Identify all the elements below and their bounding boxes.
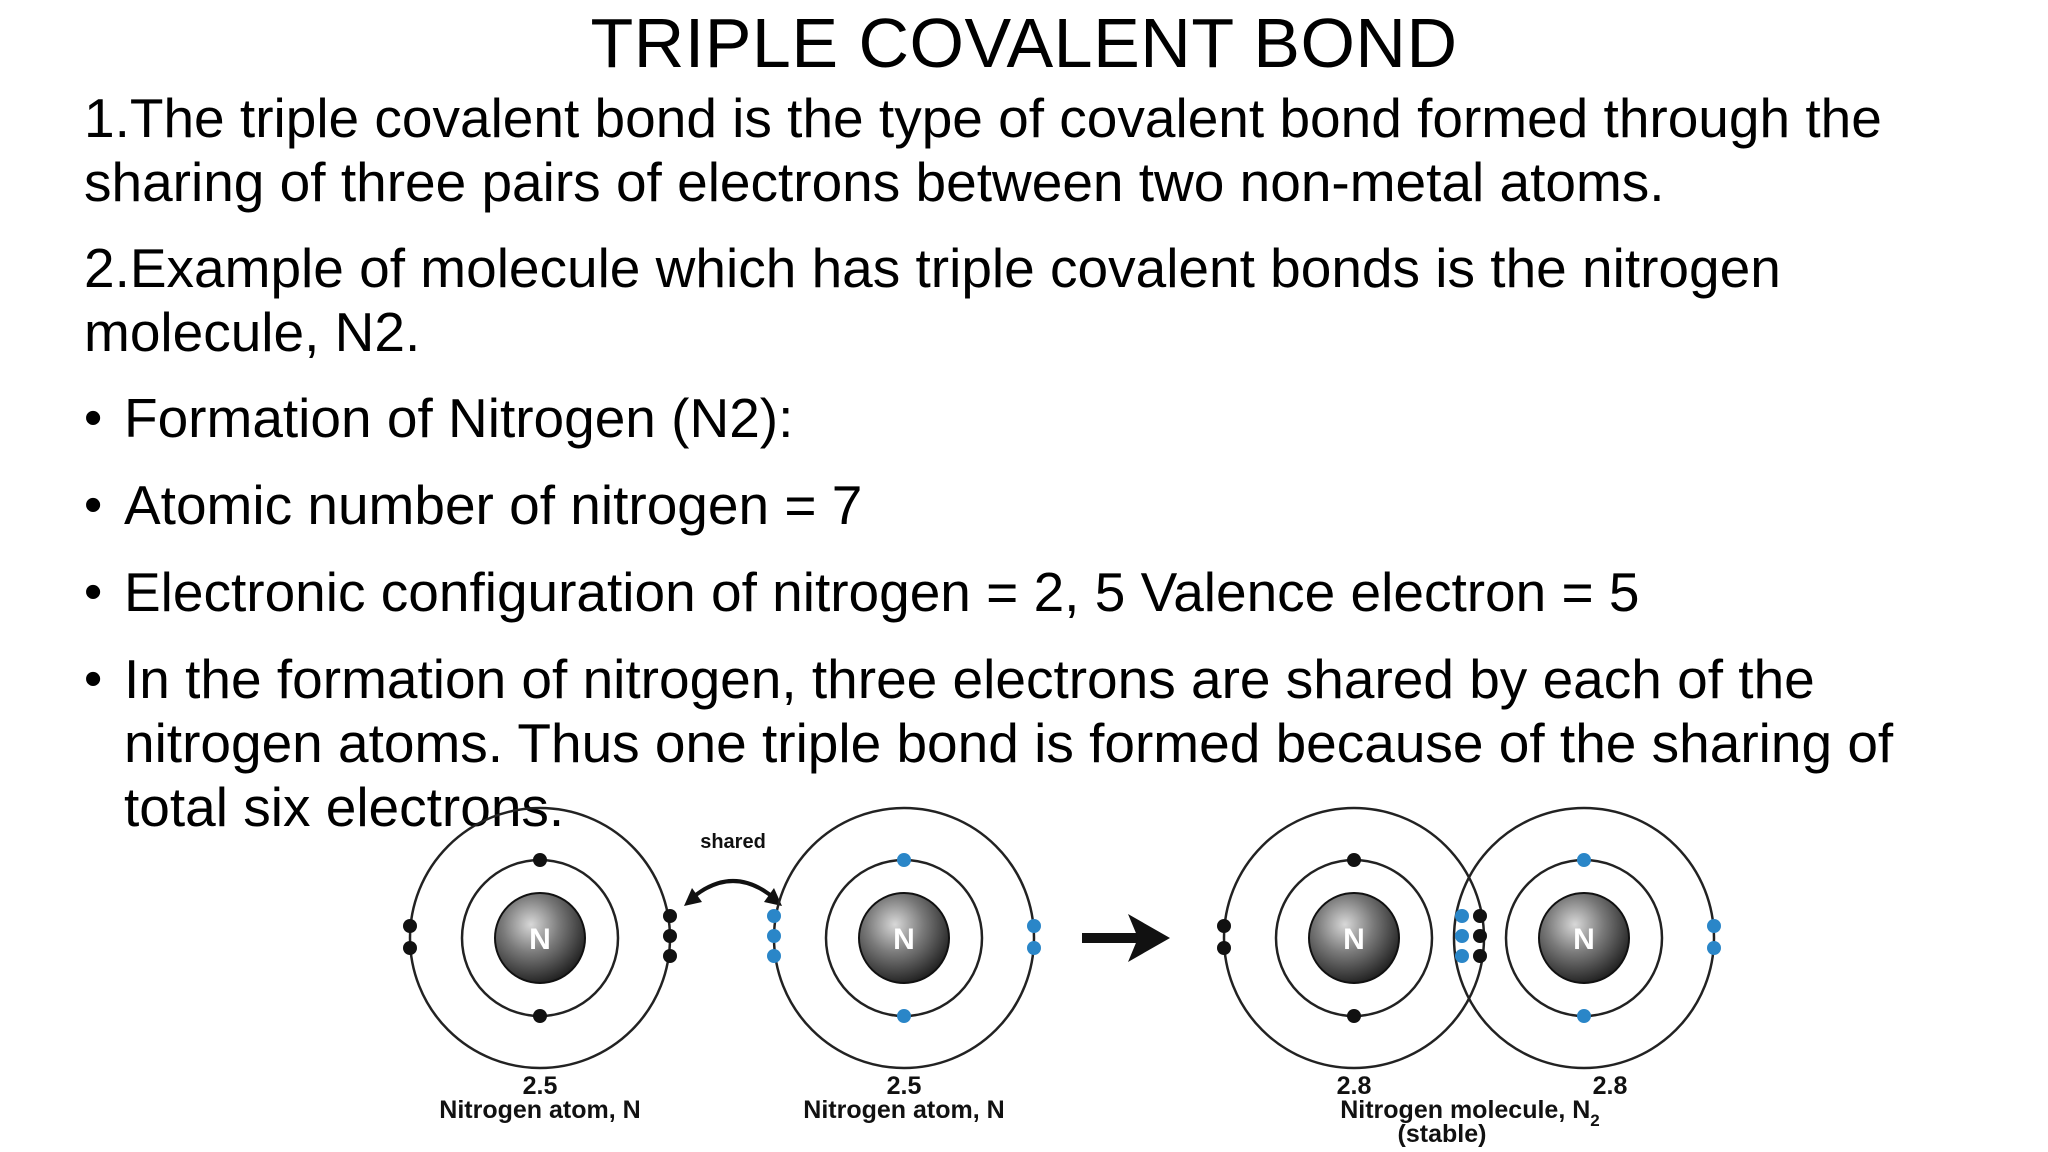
- arrow-head: [1128, 914, 1170, 962]
- electron: [1455, 949, 1469, 963]
- electron: [1347, 1009, 1361, 1023]
- molecule-name: Nitrogen molecule, N2: [1340, 1096, 1600, 1130]
- bullet-formation: Formation of Nitrogen (N2):: [84, 386, 1984, 450]
- electron: [1707, 941, 1721, 955]
- nitrogen-atom-1: N: [403, 806, 677, 1070]
- molecule-config-left: 2.8: [1337, 1072, 1372, 1100]
- outer-shell-right: [1452, 806, 1716, 1070]
- nucleus: [858, 892, 950, 984]
- slide-body: 1.The triple covalent bond is the type o…: [84, 86, 1984, 862]
- shared-arrow: shared: [684, 831, 782, 906]
- nitrogen-molecule: N N: [1217, 806, 1721, 1070]
- nucleus: [494, 892, 586, 984]
- electron: [663, 909, 677, 923]
- electron: [533, 1009, 547, 1023]
- nucleus-symbol: N: [893, 923, 915, 956]
- electron: [1027, 941, 1041, 955]
- electron: [767, 929, 781, 943]
- diagram-svg: N shared N: [403, 806, 1721, 1148]
- nitrogen-bond-diagram: N shared N: [380, 806, 1760, 1148]
- electron: [403, 919, 417, 933]
- nucleus-left: [1308, 892, 1400, 984]
- electron: [663, 949, 677, 963]
- nucleus-symbol: N: [529, 923, 551, 956]
- electron: [1347, 853, 1361, 867]
- electron: [1577, 853, 1591, 867]
- electron: [897, 853, 911, 867]
- slide-title: TRIPLE COVALENT BOND: [590, 4, 1458, 82]
- electron: [1473, 909, 1487, 923]
- paragraph-example: 2.Example of molecule which has triple c…: [84, 237, 1781, 363]
- bullet-configuration: Electronic configuration of nitrogen = 2…: [84, 560, 1984, 624]
- atom2-name: Nitrogen atom, N: [803, 1096, 1004, 1124]
- reaction-arrow: [1082, 914, 1170, 962]
- electron: [1217, 919, 1231, 933]
- electron: [1217, 941, 1231, 955]
- nucleus-right: [1538, 892, 1630, 984]
- electron: [1455, 929, 1469, 943]
- atom1-name: Nitrogen atom, N: [439, 1096, 640, 1124]
- electron: [1577, 1009, 1591, 1023]
- electron: [1455, 909, 1469, 923]
- electron: [663, 929, 677, 943]
- electron: [1473, 929, 1487, 943]
- molecule-subscript: 2: [1590, 1111, 1599, 1130]
- molecule-config-right: 2.8: [1593, 1072, 1628, 1100]
- electron: [767, 909, 781, 923]
- electron: [1027, 919, 1041, 933]
- atom1-config: 2.5: [523, 1072, 558, 1100]
- electron: [403, 941, 417, 955]
- electron: [1473, 949, 1487, 963]
- electron: [897, 1009, 911, 1023]
- electron: [767, 949, 781, 963]
- shared-curve: [690, 879, 776, 900]
- nitrogen-atom-2: N: [767, 806, 1041, 1070]
- bullet-list: Formation of Nitrogen (N2): Atomic numbe…: [84, 386, 1984, 839]
- paragraph-definition: 1.The triple covalent bond is the type o…: [84, 87, 1882, 213]
- electron: [533, 853, 547, 867]
- molecule-state: (stable): [1398, 1120, 1487, 1148]
- electron: [1707, 919, 1721, 933]
- bullet-sharing: In the formation of nitrogen, three elec…: [84, 647, 1984, 839]
- arrowhead-right: [764, 888, 782, 906]
- arrowhead-left: [684, 888, 702, 906]
- nucleus-symbol: N: [1343, 923, 1365, 956]
- atom2-config: 2.5: [887, 1072, 922, 1100]
- shared-label: shared: [700, 831, 766, 853]
- bullet-atomic-number: Atomic number of nitrogen = 7: [84, 473, 1984, 537]
- molecule-name-text: Nitrogen molecule, N: [1340, 1096, 1590, 1124]
- nucleus-symbol: N: [1573, 923, 1595, 956]
